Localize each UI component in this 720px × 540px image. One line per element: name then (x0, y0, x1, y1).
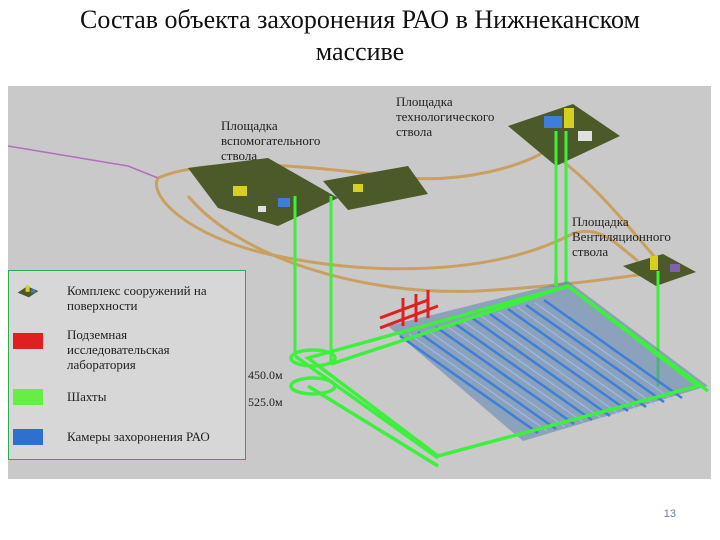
label-line: Вентиляционного (572, 229, 671, 244)
page-number: 13 (664, 508, 676, 520)
legend-line: Подземная (67, 327, 170, 342)
label-line: технологического (396, 109, 494, 124)
ventilation-shaft-label: Площадка Вентиляционного ствола (572, 214, 671, 259)
depth-label-525: 525.0м (248, 395, 283, 410)
title-line-2: массиве (0, 36, 720, 68)
label-line: Площадка (572, 214, 671, 229)
legend-line: Шахты (67, 389, 106, 404)
technological-shaft-site (508, 104, 620, 166)
surface-complex-icon (13, 283, 43, 299)
legend-item-lab: Подземная исследовательская лаборатория (13, 333, 170, 372)
label-line: Площадка (396, 94, 494, 109)
title-line-1: Состав объекта захоронения РАО в Нижнека… (0, 4, 720, 36)
legend-item-surface: Комплекс сооружений на поверхности (13, 283, 207, 313)
legend-line: исследовательская (67, 342, 170, 357)
label-line: ствола (396, 124, 494, 139)
legend-label: Подземная исследовательская лаборатория (67, 327, 170, 372)
label-line: Площадка (221, 118, 320, 133)
technological-shaft-label: Площадка технологического ствола (396, 94, 494, 139)
shafts-swatch (13, 389, 43, 405)
legend-item-shafts: Шахты (13, 389, 106, 405)
legend: Комплекс сооружений на поверхности Подзе… (8, 270, 246, 460)
label-line: ствола (221, 148, 320, 163)
label-line: ствола (572, 244, 671, 259)
legend-line: поверхности (67, 298, 207, 313)
legend-line: лаборатория (67, 357, 170, 372)
depth-label-450: 450.0м (248, 368, 283, 383)
legend-line: Камеры захоронения РАО (67, 429, 210, 444)
lab-swatch (13, 333, 43, 349)
disposal-chambers (388, 281, 708, 441)
legend-label: Камеры захоронения РАО (67, 429, 210, 444)
chambers-swatch (13, 429, 43, 445)
label-line: вспомогательного (221, 133, 320, 148)
slide-title: Состав объекта захоронения РАО в Нижнека… (0, 4, 720, 68)
surface-line (8, 146, 158, 178)
legend-line: Комплекс сооружений на (67, 283, 207, 298)
legend-label: Комплекс сооружений на поверхности (67, 283, 207, 313)
auxiliary-shaft-label: Площадка вспомогательного ствола (221, 118, 320, 163)
legend-item-chambers: Камеры захоронения РАО (13, 429, 210, 445)
legend-label: Шахты (67, 389, 106, 404)
